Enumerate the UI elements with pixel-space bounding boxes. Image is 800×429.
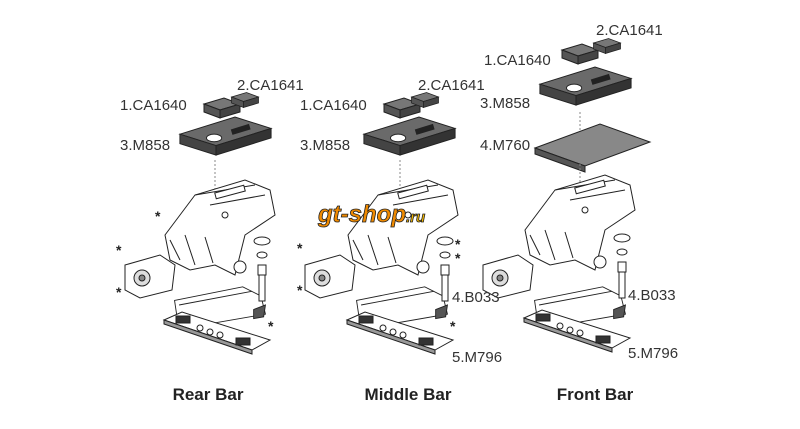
middle-plate-label: 3.M858 [300, 137, 351, 154]
rear-pad1-label: 1.CA1640 [120, 97, 187, 114]
asterisk: * [450, 318, 456, 334]
middle-bolt-label: 4.B033 [452, 289, 500, 306]
asterisk: * [116, 284, 122, 300]
asterisk: * [455, 250, 461, 266]
front-bar-parts [482, 38, 652, 353]
front-bar-title: Front Bar [556, 385, 634, 404]
front-base-label: 5.M796 [628, 345, 679, 362]
asterisk: * [297, 282, 303, 298]
rear-pad2-label: 2.CA1641 [237, 77, 304, 94]
rear-bar-parts [124, 92, 276, 355]
front-plate2-label: 4.M760 [480, 137, 531, 154]
svg-text:gt-shop.ru: gt-shop.ru [317, 201, 425, 228]
asterisk: * [155, 208, 161, 224]
front-bolt-label: 4.B033 [628, 287, 676, 304]
middle-bar-title: Middle Bar [364, 385, 452, 404]
front-pad2-label: 2.CA1641 [596, 22, 663, 39]
middle-base-label: 5.M796 [452, 349, 503, 366]
rear-bar-title: Rear Bar [172, 385, 244, 404]
front-pad1-label: 1.CA1640 [484, 52, 551, 69]
asterisk: * [455, 236, 461, 252]
asterisk: * [297, 240, 303, 256]
front-plate1-label: 3.M858 [480, 95, 531, 112]
rear-plate-label: 3.M858 [120, 137, 171, 154]
asterisk: * [268, 318, 274, 334]
middle-bar-parts [304, 92, 459, 355]
middle-pad1-label: 1.CA1640 [300, 97, 367, 114]
middle-pad2-label: 2.CA1641 [418, 77, 485, 94]
watermark-logo: gt-shop.ru [317, 201, 426, 229]
asterisk: * [116, 242, 122, 258]
